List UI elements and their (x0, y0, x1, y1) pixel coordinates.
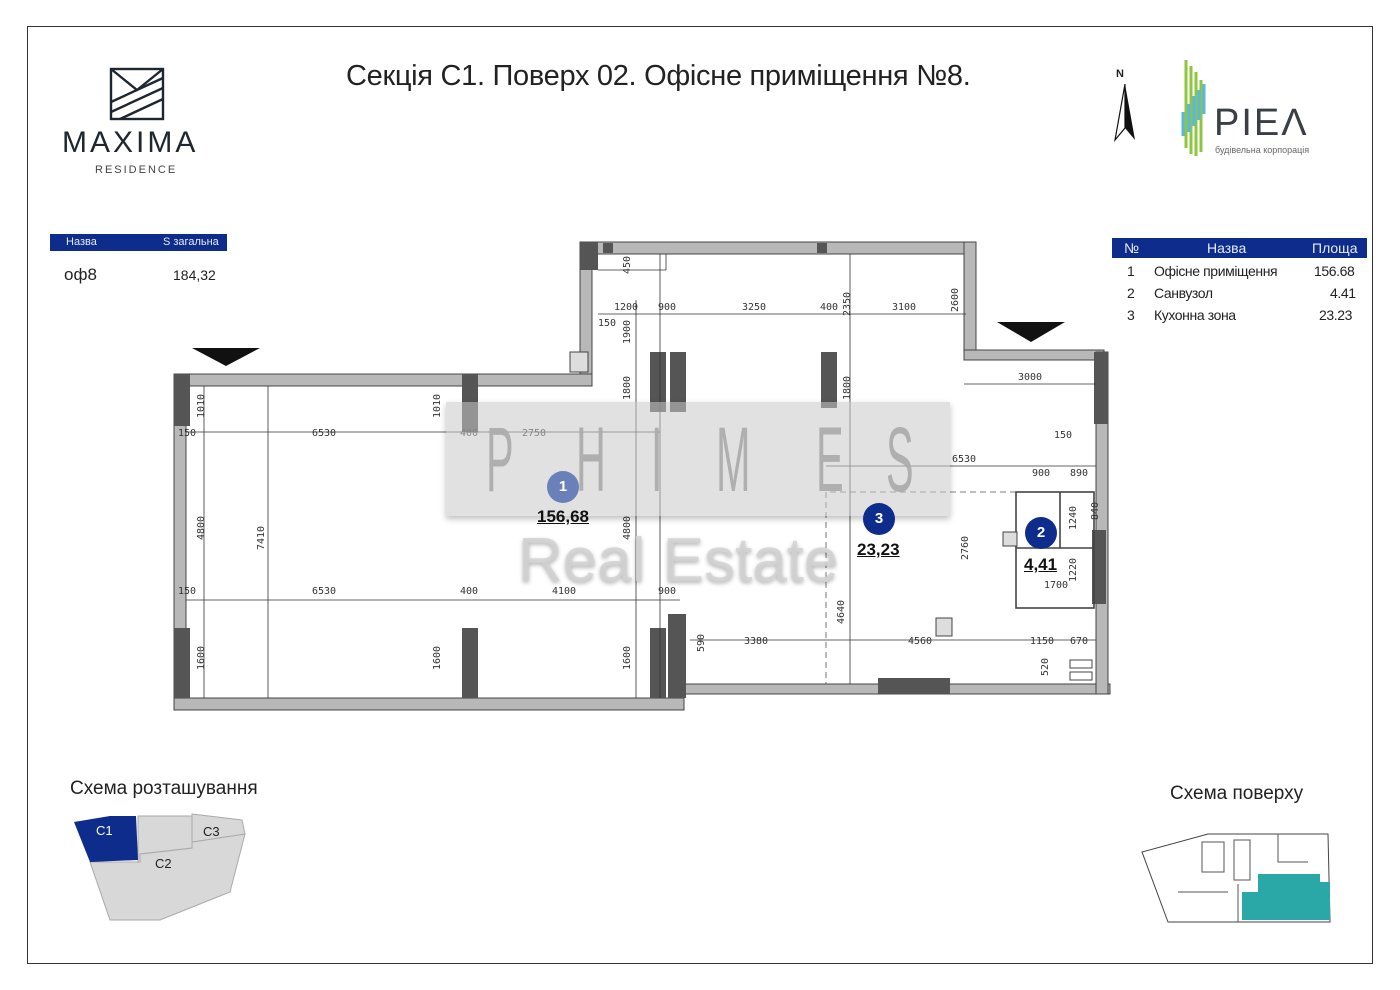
unit-name: оф8 (64, 265, 97, 284)
dim: 1700 (1044, 580, 1069, 591)
col-name: Назва (66, 236, 97, 248)
dim: 2350 (842, 291, 853, 316)
room-num: 2 (1127, 285, 1135, 301)
dim: 6530 (312, 586, 337, 597)
floor-scheme-label: Схема поверху (1170, 783, 1304, 804)
dim: 900 (658, 586, 677, 597)
room-area-label-3: 23,23 (857, 540, 900, 559)
piel-brand-sub: будівельна корпорація (1215, 145, 1310, 155)
dim: 900 (1032, 468, 1051, 479)
watermark-letter: E (816, 409, 844, 511)
dim: 7410 (256, 525, 267, 550)
dim: 6530 (952, 454, 977, 465)
dim: 1150 (1030, 636, 1055, 647)
piel-logo-icon (1181, 60, 1206, 156)
section-c2: С2 (155, 856, 172, 871)
col-area: S загальна (163, 236, 219, 248)
watermark-text: Real Estate (518, 526, 839, 595)
dim: 4100 (552, 586, 577, 597)
dim: 2600 (950, 287, 961, 312)
watermark-letter: S (886, 409, 914, 511)
dim: 1010 (196, 393, 207, 418)
room-num: 3 (1127, 307, 1135, 323)
dim: 1600 (622, 645, 633, 670)
floor-scheme-map (1141, 833, 1331, 923)
dim: 6530 (312, 428, 337, 439)
room-marker-3: 3 (863, 503, 895, 535)
col-num: № (1124, 240, 1140, 256)
dim: 840 (1090, 501, 1101, 520)
dim: 670 (1070, 636, 1089, 647)
room-name: Санвузол (1154, 285, 1213, 301)
room-area: 156.68 (1314, 263, 1355, 279)
dim: 4640 (836, 599, 847, 624)
dim: 150 (598, 318, 617, 329)
watermark-box: P H I M E S (446, 402, 950, 516)
location-scheme-map (74, 813, 246, 921)
brand-sub: RESIDENCE (95, 164, 178, 176)
north-arrow-icon (1114, 83, 1135, 142)
page-title: Секція С1. Поверх 02. Офісне приміщення … (346, 60, 971, 92)
maxima-logo-icon (109, 67, 165, 121)
watermark-letter: M (716, 409, 751, 511)
dim: 1200 (614, 302, 639, 313)
dim: 150 (178, 586, 197, 597)
dim: 400 (460, 586, 479, 597)
room-name: Кухонна зона (1154, 307, 1236, 323)
section-c3: С3 (203, 824, 220, 839)
room-marker-2: 2 (1025, 517, 1057, 549)
dim: 1800 (622, 375, 633, 400)
dim: 1220 (1068, 557, 1079, 582)
dim: 150 (178, 428, 197, 439)
room-row: 1 Офісне приміщення 156.68 (1112, 263, 1367, 285)
north-label: N (1116, 68, 1124, 80)
dim: 1240 (1068, 505, 1079, 530)
dim: 2760 (960, 535, 971, 560)
dim: 1900 (622, 319, 633, 344)
dim: 1800 (842, 375, 853, 400)
room-area-label-2: 4,41 (1024, 555, 1058, 574)
dim: 450 (622, 255, 633, 274)
dim: 3100 (892, 302, 917, 313)
watermark-letter: I (651, 409, 663, 511)
dim: 400 (820, 302, 839, 313)
page-frame (27, 26, 1373, 964)
section-c1: С1 (96, 823, 113, 838)
dim: 4560 (908, 636, 933, 647)
piel-brand-name: PIEΛ (1214, 102, 1309, 144)
dim: 3000 (1018, 372, 1043, 383)
col-area: Площа (1312, 240, 1358, 256)
location-scheme-label: Схема розташування (70, 778, 258, 799)
dim: 3380 (744, 636, 769, 647)
dim: 520 (1040, 657, 1051, 676)
dim: 4800 (196, 515, 207, 540)
room-num: 1 (1127, 263, 1135, 279)
room-row: 3 Кухонна зона 23.23 (1112, 307, 1367, 329)
watermark-letter: H (576, 409, 606, 511)
room-row: 2 Санвузол 4.41 (1112, 285, 1367, 307)
dim: 1010 (432, 393, 443, 418)
dim: 1600 (432, 645, 443, 670)
dim: 900 (658, 302, 677, 313)
room-area: 4.41 (1330, 285, 1356, 301)
room-name: Офісне приміщення (1154, 263, 1278, 279)
dim: 150 (1054, 430, 1073, 441)
room-marker-1: 1 (547, 471, 579, 503)
rooms-table-header: № Назва Площа (1112, 238, 1367, 258)
col-name: Назва (1207, 240, 1247, 256)
room-area: 23.23 (1319, 307, 1353, 323)
unit-area: 184,32 (173, 267, 216, 283)
watermark-letter: P (486, 409, 514, 511)
dim: 3250 (742, 302, 767, 313)
dim: 1600 (196, 645, 207, 670)
room-area-label-1: 156,68 (537, 507, 589, 526)
dim: 590 (696, 633, 707, 652)
summary-table-header: Назва S загальна (50, 234, 227, 251)
dim: 890 (1070, 468, 1089, 479)
brand-name: MAXIMA (62, 126, 199, 159)
